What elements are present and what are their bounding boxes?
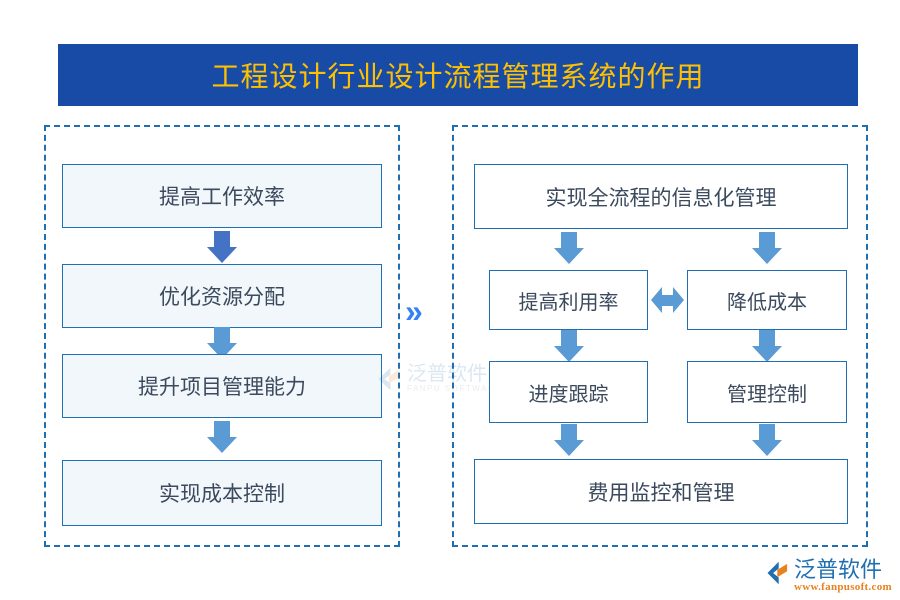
right-arrow-down-2 — [752, 232, 782, 264]
brand-name-cn: 泛普软件 — [794, 557, 883, 582]
arrow-head — [752, 248, 782, 264]
chevron-right-separator-icon: » — [405, 293, 423, 329]
arrow-head — [752, 440, 782, 456]
right-arrow-down-5 — [554, 424, 584, 456]
arrow-shaft — [759, 232, 775, 249]
arrow-head-left — [651, 287, 662, 313]
brand-logo-text: 泛普软件 www.fanpusoft.com — [794, 558, 892, 594]
arrow-shaft — [561, 330, 577, 347]
right-box-bottom[interactable]: 费用监控和管理 — [474, 459, 848, 524]
arrow-shaft — [759, 424, 775, 441]
arrow-head — [554, 248, 584, 264]
right-arrow-down-1 — [554, 232, 584, 264]
right-box-cost-reduction[interactable]: 降低成本 — [687, 270, 847, 330]
arrow-shaft — [561, 424, 577, 441]
left-panel — [44, 125, 400, 547]
arrow-shaft — [214, 231, 230, 248]
left-box-2[interactable]: 优化资源分配 — [62, 264, 382, 328]
left-arrow-down-3 — [207, 421, 237, 453]
right-panel — [452, 125, 868, 547]
right-arrow-down-4 — [752, 330, 782, 362]
right-arrow-down-6 — [752, 424, 782, 456]
left-box-1[interactable]: 提高工作效率 — [62, 164, 382, 228]
right-box-management-control[interactable]: 管理控制 — [687, 361, 847, 423]
arrow-head-right — [673, 287, 684, 313]
brand-logo[interactable]: 泛普软件 www.fanpusoft.com — [764, 558, 894, 598]
page-title: 工程设计行业设计流程管理系统的作用 — [211, 62, 705, 93]
arrow-shaft — [759, 330, 775, 347]
arrow-head — [554, 440, 584, 456]
bidirectional-arrow-icon — [651, 287, 684, 313]
arrow-shaft — [214, 327, 230, 344]
title-banner: 工程设计行业设计流程管理系统的作用 — [58, 44, 858, 106]
left-box-3[interactable]: 提升项目管理能力 — [62, 354, 382, 418]
arrow-head — [752, 346, 782, 362]
right-arrow-down-3 — [554, 330, 584, 362]
fanpu-logo-icon — [764, 559, 792, 587]
arrow-head — [207, 437, 237, 453]
right-box-utilization[interactable]: 提高利用率 — [489, 270, 648, 330]
arrow-head — [554, 346, 584, 362]
brand-url: www.fanpusoft.com — [794, 581, 892, 593]
left-box-4[interactable]: 实现成本控制 — [62, 460, 382, 526]
left-arrow-down-1 — [207, 231, 237, 263]
arrow-shaft — [660, 295, 675, 306]
arrow-head — [207, 247, 237, 263]
right-box-top[interactable]: 实现全流程的信息化管理 — [474, 164, 848, 229]
arrow-shaft — [561, 232, 577, 249]
right-box-progress-tracking[interactable]: 进度跟踪 — [489, 361, 648, 423]
arrow-shaft — [214, 421, 230, 438]
